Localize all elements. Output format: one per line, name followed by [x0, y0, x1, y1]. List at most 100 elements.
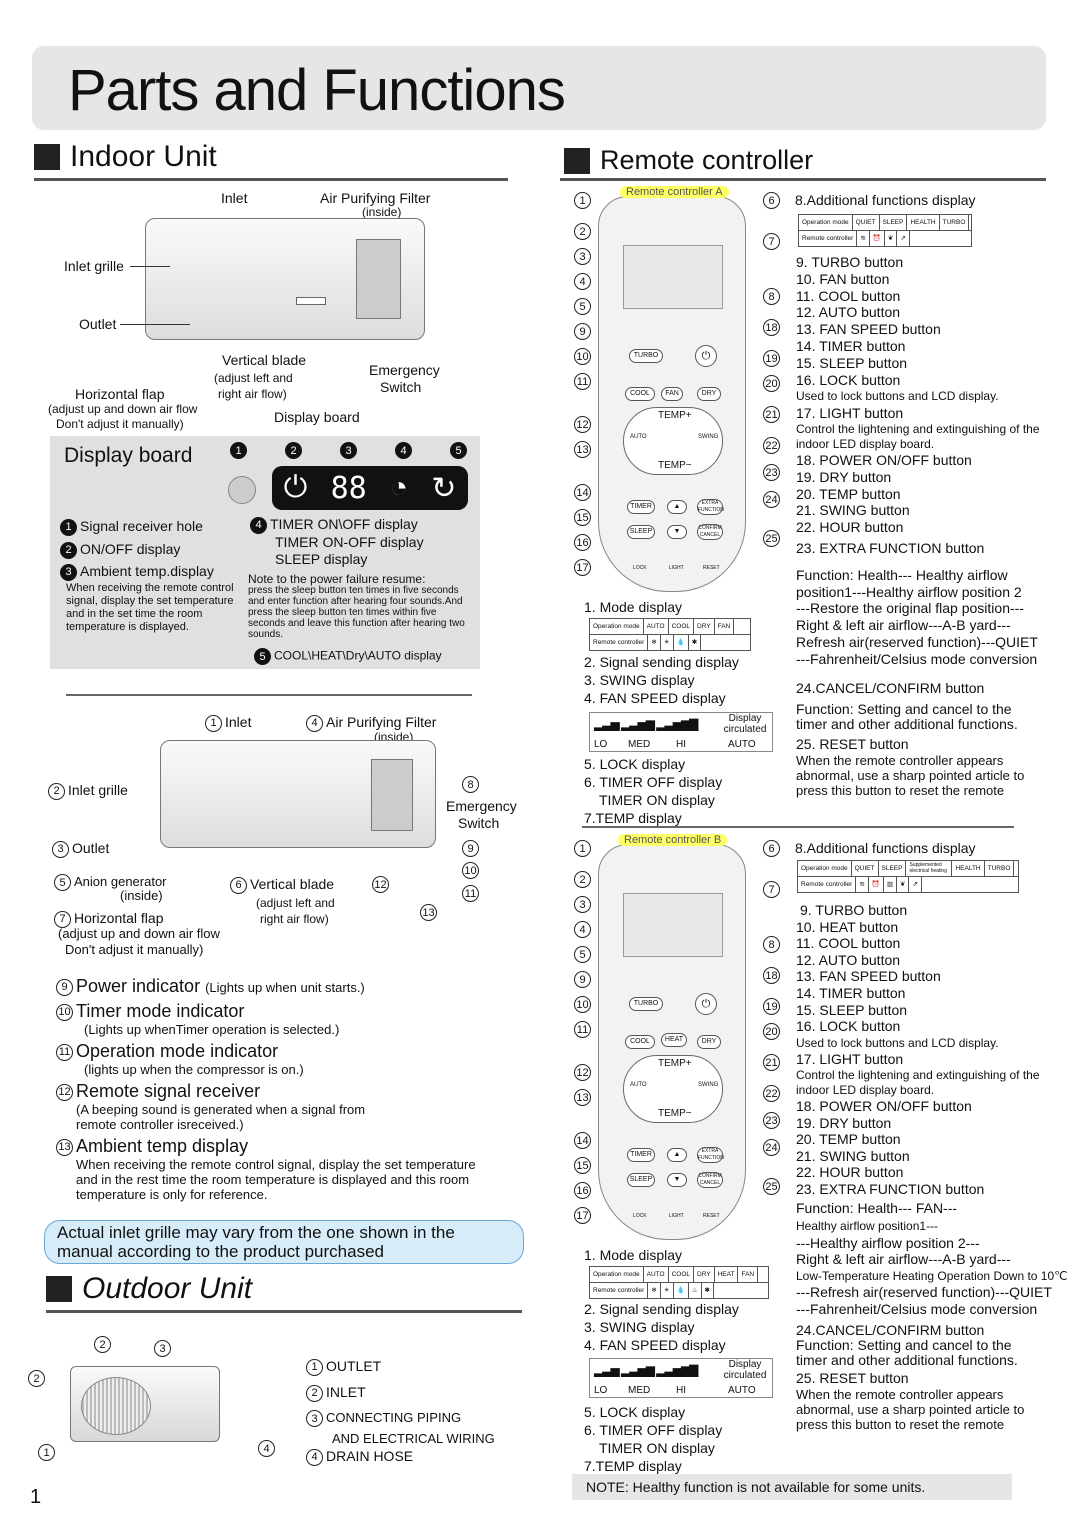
remote-a-label: Remote controller A [620, 186, 729, 198]
outdoor-item-2: INLET [326, 1384, 366, 1400]
callout-11: 11 [462, 885, 482, 903]
lock-button-b[interactable]: LOCK [633, 1213, 647, 1219]
vblade-note: (adjust left and [214, 371, 293, 385]
vblade-label-2: Vertical blade [250, 876, 335, 892]
cool-button-b[interactable]: COOL [625, 1035, 655, 1049]
outdoor-item-1: OUTLET [326, 1358, 382, 1374]
inlet-grille-label-2: Inlet grille [68, 782, 128, 798]
fan-speed-indicator: ▂▃▅ ▂▃▅▆ ▂▃▅▆▇ Display circulated LO MED… [589, 712, 773, 752]
num-4: 4 [250, 516, 267, 534]
heat-button-b[interactable]: HEAT [661, 1033, 687, 1047]
dry-button-b[interactable]: DRY [697, 1035, 721, 1049]
dpad-b: TEMP+ AUTO SWING TEMP− [623, 1055, 723, 1123]
hflap-label-2: Horizontal flap [74, 910, 164, 926]
hflap-note-2: Don't adjust it manually) [65, 942, 204, 957]
fan-speed-indicator-b: ▂▃▅ ▂▃▅▆ ▂▃▅▆▇ Display circulated LO MED… [589, 1358, 773, 1398]
callout-12: 12 [372, 876, 392, 894]
confirm-button[interactable]: CONFIRM CANCEL [697, 524, 723, 540]
mode-display-label-b: 1. Mode display [584, 1247, 683, 1263]
outlet-label: Outlet [79, 316, 117, 332]
outdoor-unit-heading: Outdoor Unit [46, 1272, 252, 1306]
timer-button[interactable]: TIMER [627, 500, 655, 514]
divider [46, 1310, 522, 1313]
dry-button[interactable]: DRY [697, 387, 721, 401]
emergency-label: Switch [380, 379, 422, 395]
fan-button[interactable]: FAN [661, 387, 683, 401]
divider [66, 694, 472, 696]
filter-icon [371, 759, 413, 831]
turbo-button[interactable]: TURBO [629, 349, 663, 363]
swing-button-b[interactable]: SWING [698, 1082, 719, 1088]
apf-inside: (inside) [362, 205, 402, 219]
extra-function-button[interactable]: EXTRA FUNCTION [697, 499, 724, 515]
square-bullet-icon [564, 147, 590, 174]
add-func-label: 8.Additional functions display [795, 192, 976, 208]
vblade-note-2: (adjust left and [256, 896, 335, 910]
db-item-5: COOL\HEAT\Dry\AUTO display [274, 648, 442, 663]
square-bullet-icon [34, 144, 60, 170]
outdoor-item-4: DRAIN HOSE [326, 1448, 414, 1464]
hflap-note: (adjust up and down air flow [48, 402, 198, 416]
grille-note: Actual inlet grille may vary from the on… [44, 1220, 524, 1264]
legend-12-title: Remote signal receiver [76, 1081, 261, 1101]
reset-button-b[interactable]: RESET [703, 1213, 720, 1219]
light-button-b[interactable]: LIGHT [669, 1213, 684, 1219]
db-item-4c: SLEEP display [275, 551, 368, 567]
power-button-b[interactable]: ⏻ [695, 993, 717, 1015]
cool-button[interactable]: COOL [625, 387, 655, 401]
temp-up-button-b[interactable]: TEMP+ [658, 1058, 692, 1069]
hflap-note-2: (adjust up and down air flow [58, 926, 220, 941]
callout-8: 8 [462, 776, 482, 794]
anion-label: Anion generator [74, 874, 167, 889]
swing-button[interactable]: SWING [698, 434, 719, 440]
callout-4: 4 [395, 442, 412, 459]
timer-button-b[interactable]: TIMER [627, 1148, 655, 1162]
auto-button[interactable]: AUTO [630, 434, 647, 440]
legend-12-note: (A beeping sound is generated when a sig… [76, 1102, 366, 1132]
emergency-label-2: Switch [458, 815, 500, 831]
power-note-title: Note to the power failure resume: [248, 572, 426, 586]
inlet-label-2: Inlet [225, 714, 252, 730]
temp-down-button[interactable]: TEMP− [658, 460, 692, 471]
turbo-button-b[interactable]: TURBO [629, 997, 663, 1011]
divider [582, 826, 1014, 828]
num-3: 3 [60, 563, 77, 581]
emergency-label-2: Emergency [446, 798, 517, 814]
apf-label-2: Air Purifying Filter [326, 714, 437, 730]
lock-button[interactable]: LOCK [633, 565, 647, 571]
db-item-4b: TIMER ON-OFF display [275, 534, 424, 550]
extra-function-button-b[interactable]: EXTRA FUNCTION [697, 1147, 724, 1163]
power-button[interactable]: ⏻ [695, 345, 717, 367]
outdoor-unit-image [70, 1366, 220, 1442]
temp-up-button[interactable]: TEMP+ [658, 410, 692, 421]
vblade-label: Vertical blade [222, 352, 307, 368]
hflap-label: Horizontal flap [75, 386, 165, 402]
signal-receiver-hole [228, 476, 256, 504]
page-title: Parts and Functions [32, 46, 1046, 130]
light-button[interactable]: LIGHT [669, 565, 684, 571]
add-func-label-b: 8.Additional functions display [795, 840, 976, 856]
reset-button[interactable]: RESET [703, 565, 720, 571]
indoor-unit-image [145, 218, 425, 340]
temp-down-button-b[interactable]: TEMP− [658, 1108, 692, 1119]
remote-b-image: TURBO ⏻ COOL HEAT DRY TEMP+ AUTO SWING T… [598, 844, 746, 1240]
display-board-label: Display board [274, 409, 360, 425]
vblade-note-2: right air flow) [260, 912, 329, 926]
square-bullet-icon [46, 1276, 72, 1302]
auto-button-b[interactable]: AUTO [630, 1082, 647, 1088]
sleep-button-b[interactable]: SLEEP [627, 1173, 655, 1187]
db-item-4a: TIMER ON\OFF display [270, 516, 418, 532]
indoor-unit-heading: Indoor Unit [34, 140, 217, 174]
db-item-3-note: When receiving the remote control signal… [66, 582, 234, 633]
num-1: 1 [60, 518, 77, 536]
sleep-button[interactable]: SLEEP [627, 525, 655, 539]
confirm-button-b[interactable]: CONFIRM CANCEL [697, 1172, 723, 1188]
